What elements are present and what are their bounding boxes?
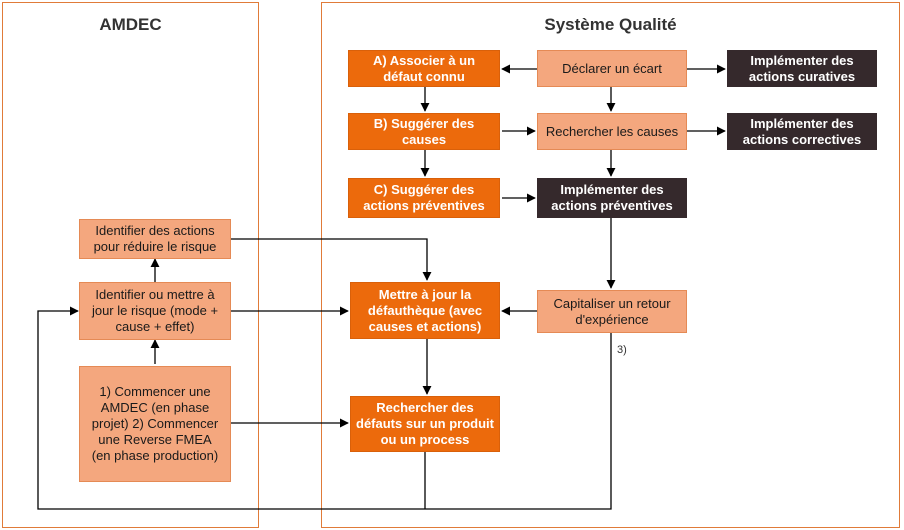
edge-identifier-actions-mettre-a-jour <box>231 238 432 281</box>
node-associer-defaut-connu: A) Associer à un défaut connu <box>348 50 500 87</box>
node-capitaliser-retour: Capitaliser un retour d'expérience <box>537 290 687 333</box>
node-suggerer-causes: B) Suggérer des causes <box>348 113 500 150</box>
node-actions-curatives: Implémenter des actions curatives <box>727 50 877 87</box>
node-rechercher-causes: Rechercher les causes <box>537 113 687 150</box>
node-suggerer-preventives: C) Suggérer des actions préventives <box>348 178 500 218</box>
lane-systeme-qualite: Système Qualité <box>321 2 900 528</box>
node-identifier-risque: Identifier ou mettre à jour le risque (m… <box>79 282 231 340</box>
edge-capitaliser-loop <box>37 306 612 510</box>
node-declarer-ecart: Déclarer un écart <box>537 50 687 87</box>
lane-qualite-title: Système Qualité <box>544 15 677 34</box>
node-identifier-actions: Identifier des actions pour réduire le r… <box>79 219 231 259</box>
node-implementer-preventives: Implémenter des actions préventives <box>537 178 687 218</box>
node-mettre-a-jour-defautheque: Mettre à jour la défauthèque (avec cause… <box>350 282 500 339</box>
node-commencer-amdec: 1) Commencer une AMDEC (en phase projet)… <box>79 366 231 482</box>
node-rechercher-defauts: Rechercher des défauts sur un produit ou… <box>350 396 500 452</box>
lane-amdec-title: AMDEC <box>99 15 162 34</box>
lane-amdec: AMDEC <box>2 2 259 528</box>
node-actions-correctives: Implémenter des actions correctives <box>727 113 877 150</box>
note-step-3: 3) <box>617 344 627 356</box>
